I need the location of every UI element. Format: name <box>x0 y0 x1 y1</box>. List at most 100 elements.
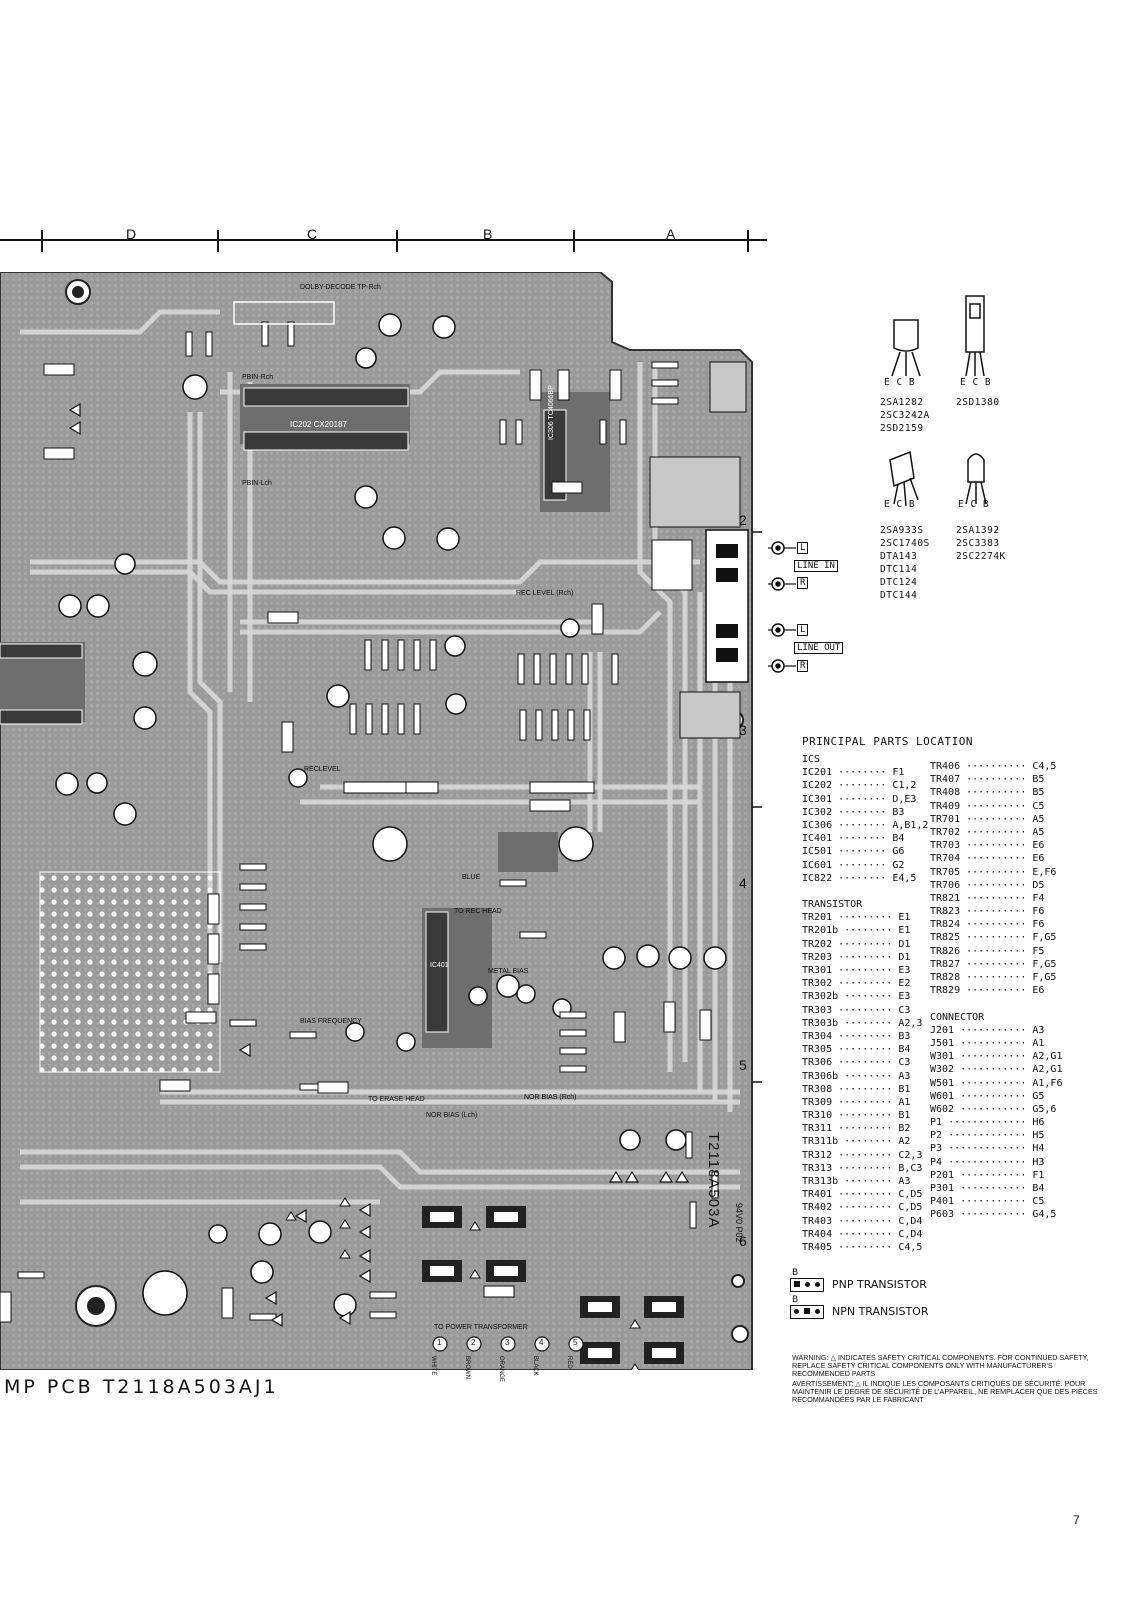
part-id: TR303 <box>802 1004 833 1016</box>
parts-row: TR309 ········· A1 <box>802 1096 932 1109</box>
leader-dots: ·········· <box>960 932 1033 944</box>
warning-french: AVERTISSEMENT: △ IL INDIQUE LES COMPOSAN… <box>792 1380 1102 1404</box>
leader-dots: ········ <box>832 793 893 805</box>
parts-row: IC822 ········ E4,5 <box>802 872 932 885</box>
part-id: W501 <box>930 1077 955 1089</box>
part-id: P201 <box>930 1169 955 1181</box>
part-id: TR706 <box>930 879 961 891</box>
leader-dots: ··········· <box>954 1169 1033 1181</box>
part-location: F4 <box>1032 892 1045 904</box>
transistor-header: TRANSISTOR <box>802 899 863 911</box>
part-location: E6 <box>1032 853 1045 865</box>
parts-row: TR706 ·········· D5 <box>930 879 1100 892</box>
leader-dots: ········· <box>832 1083 899 1095</box>
parts-row: TR303b ········ A2,3 <box>802 1017 932 1030</box>
line-in-label: LINE IN <box>794 560 838 572</box>
part-id: TR201b <box>802 925 839 937</box>
safety-warning: WARNING: △ INDICATES SAFETY CRITICAL COM… <box>792 1354 1102 1406</box>
leader-dots: ·········· <box>960 866 1033 878</box>
leader-dots: ············· <box>942 1143 1033 1155</box>
wire-label-orange: ORANGE <box>498 1356 504 1383</box>
part-id: TR203 <box>802 951 833 963</box>
parts-row: TR704 ·········· E6 <box>930 852 1100 865</box>
part-location: E3 <box>898 965 911 976</box>
part-location: B5 <box>1032 774 1045 786</box>
parts-row: TR409 ·········· C5 <box>930 800 1100 813</box>
parts-row: TR306 ········· C3 <box>802 1056 932 1069</box>
part-location: A,B1,2 <box>892 819 929 831</box>
part-location: B2 <box>898 1123 911 1135</box>
leader-dots: ········· <box>832 1228 899 1240</box>
part-id: TR311b <box>802 1136 839 1148</box>
parts-row: TR308 ········· B1 <box>802 1083 932 1096</box>
part-location: F6 <box>1032 919 1045 931</box>
parts-row: TR705 ·········· E,F6 <box>930 866 1100 879</box>
leader-dots: ·········· <box>960 853 1033 865</box>
parts-row: IC306 ········ A,B1,2 <box>802 819 932 832</box>
leader-dots: ········· <box>832 978 899 990</box>
part-name: 2SC3383 <box>956 538 1000 549</box>
ruler-tick <box>396 230 398 252</box>
leader-dots: ············· <box>942 1130 1033 1142</box>
parts-row: TR301 ········· E3 <box>802 964 932 977</box>
wire-label-red: RED <box>566 1356 572 1369</box>
part-location: C4,5 <box>898 1241 923 1253</box>
parts-row: TR313 ········· B,C3 <box>802 1162 932 1175</box>
wire-num-2: 2 <box>471 1338 476 1347</box>
pnp-pin <box>805 1282 810 1287</box>
leader-dots: ··········· <box>954 1183 1033 1194</box>
column-label-b: B <box>483 226 494 242</box>
page-number: 7 <box>1073 1513 1080 1527</box>
part-location: C,D4 <box>898 1215 923 1227</box>
part-location: A5 <box>1032 813 1045 825</box>
part-location: G5 <box>1032 1090 1045 1102</box>
parts-row: TR305 ········· B4 <box>802 1043 932 1056</box>
part-location: A1 <box>898 1096 911 1108</box>
part-location: C,D5 <box>898 1202 923 1214</box>
part-id: IC301 <box>802 793 833 805</box>
part-id: TR825 <box>930 932 961 944</box>
part-id: P603 <box>930 1209 955 1221</box>
part-id: TR302 <box>802 978 833 990</box>
wire-num-1: 1 <box>437 1338 442 1347</box>
leader-dots: ········ <box>838 1136 899 1148</box>
parts-row: TR826 ·········· F5 <box>930 945 1100 958</box>
row-label-4: 4 <box>739 875 747 891</box>
part-location: D1 <box>898 951 911 963</box>
part-id: W301 <box>930 1051 955 1063</box>
label-nor-bias-rch: NOR BIAS (Rch) <box>524 1094 577 1101</box>
part-name: 2SD1380 <box>956 397 1000 408</box>
npn-b-label: B <box>792 1295 799 1305</box>
leader-dots: ········· <box>832 1189 899 1201</box>
part-location: C3 <box>898 1004 911 1016</box>
part-id: P1 <box>930 1117 943 1129</box>
column-label-a: A <box>666 226 677 242</box>
transistor-packages: E C B E C B E C B E C B 2SA1282 2SC3242A… <box>880 292 1110 612</box>
pins-group4: E C B <box>958 499 990 510</box>
part-id: TR404 <box>802 1228 833 1240</box>
part-location: D5 <box>1032 879 1045 891</box>
part-location: F6 <box>1032 906 1045 918</box>
part-id: TR408 <box>930 787 961 799</box>
leader-dots: ·········· <box>960 892 1033 904</box>
label-reclevel: RECLEVEL <box>304 766 341 773</box>
part-location: H6 <box>1032 1117 1045 1129</box>
part-location: C,D4 <box>898 1228 923 1240</box>
transistor-legend: B PNP TRANSISTOR B NPN TRANSISTOR <box>790 1268 990 1328</box>
parts-row: IC201 ········ F1 <box>802 766 932 779</box>
leader-dots: ··········· <box>954 1077 1033 1089</box>
part-id: TR823 <box>930 906 961 918</box>
part-id: TR202 <box>802 938 833 950</box>
group1-list: 2SA1282 2SC3242A 2SD2159 <box>880 396 930 435</box>
part-location: E1 <box>898 912 911 924</box>
part-id: TR701 <box>930 813 961 825</box>
leader-dots: ··········· <box>954 1024 1033 1036</box>
part-name: 2SC2274K <box>956 551 1006 562</box>
label-dolby-decode: DOLBY-DECODE TP-Rch <box>300 284 381 291</box>
leader-dots: ··········· <box>954 1209 1033 1221</box>
parts-row: TR701 ·········· A5 <box>930 813 1100 826</box>
part-id: IC302 <box>802 806 833 818</box>
parts-row: TR311 ········· B2 <box>802 1122 932 1135</box>
part-location: H5 <box>1032 1130 1045 1142</box>
leader-dots: ··········· <box>954 1090 1033 1102</box>
